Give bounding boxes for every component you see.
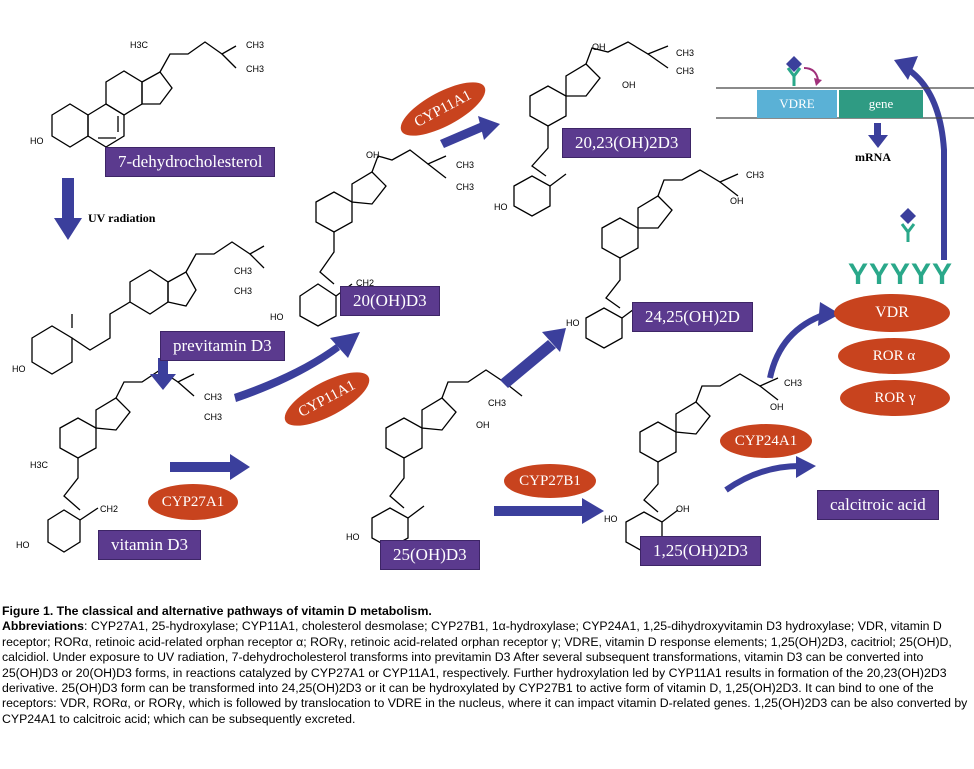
molecule-previtamin: [31, 241, 265, 375]
label-7-dehydrocholesterol: 7-dehydrocholesterol: [105, 147, 276, 177]
chem-ch3-8: CH3: [456, 182, 475, 192]
chem-oh-3: OH: [622, 80, 636, 90]
chem-oh-1: OH: [366, 150, 380, 160]
label-vitamin-d3: vitamin D3: [98, 530, 201, 560]
receptor-ror-alpha: ROR α: [838, 338, 950, 374]
molecule-2023oh2d3: [513, 41, 669, 217]
receptor-vdr: VDR: [834, 294, 950, 332]
molecule-125oh2d3: [625, 373, 779, 553]
label-calcitroic-acid: calcitroic acid: [817, 490, 939, 520]
caption-body: Abbreviations: CYP27A1, 25-hydroxylase; …: [2, 619, 972, 727]
chem-ho-2: HO: [12, 364, 26, 374]
molecule-2425oh2d: [585, 169, 739, 349]
label-20ohd3: 20(OH)D3: [340, 286, 440, 316]
chem-ch3-6: CH3: [204, 412, 223, 422]
chem-ch3-13: CH3: [784, 378, 803, 388]
enzyme-cyp24a1: CYP24A1: [720, 424, 812, 458]
mrna-label: mRNA: [855, 150, 891, 164]
chem-ch3-10: CH3: [676, 66, 695, 76]
receptor-ror-gamma: ROR γ: [840, 380, 950, 416]
uv-radiation-label: UV radiation: [88, 211, 156, 225]
chem-ho-3: HO: [16, 540, 30, 550]
caption-abbreviations-head: Abbreviations: [2, 619, 84, 634]
chem-oh-4: OH: [730, 196, 744, 206]
chem-ch3-12: CH3: [488, 398, 507, 408]
chem-oh-2: OH: [592, 42, 606, 52]
chem-ho-4: HO: [270, 312, 284, 322]
molecule-25ohd3: [371, 369, 523, 549]
chem-ch3-9: CH3: [676, 48, 695, 58]
label-2425oh2d: 24,25(OH)2D: [632, 302, 753, 332]
label-25ohd3: 25(OH)D3: [380, 540, 480, 570]
chem-ch3-7: CH3: [456, 160, 475, 170]
chem-h3c-1: H3C: [130, 40, 149, 50]
receptor-ligand-row: YYYYY: [848, 258, 954, 291]
chem-ho-1: HO: [30, 136, 44, 146]
molecule-7-dehydrocholesterol: [51, 41, 237, 148]
pathway-figure: H3C CH3 CH3 HO CH3 CH3 HO CH3 CH3 H3C HO…: [12, 40, 974, 570]
chem-ch3-2: CH3: [246, 64, 265, 74]
chem-ho-6: HO: [566, 318, 580, 328]
enzyme-cyp27a1: CYP27A1: [148, 484, 238, 520]
chem-ho-8: HO: [604, 514, 618, 524]
chem-h3c-2: H3C: [30, 460, 49, 470]
label-previtamin: previtamin D3: [160, 331, 285, 361]
caption-title: Figure 1. The classical and alternative …: [2, 604, 432, 618]
label-125oh2d3: 1,25(OH)2D3: [640, 536, 761, 566]
chem-ch3-5: CH3: [204, 392, 223, 402]
chem-ch3-1: CH3: [246, 40, 265, 50]
caption-text: : CYP27A1, 25-hydroxylase; CYP11A1, chol…: [2, 619, 968, 726]
label-2023oh2d3: 20,23(OH)2D3: [562, 128, 692, 158]
chem-ho-7: HO: [346, 532, 360, 542]
chem-oh-7: OH: [676, 504, 690, 514]
chem-ch2-2: CH2: [356, 278, 375, 288]
chem-ch3-4: CH3: [234, 286, 253, 296]
chem-oh-5: OH: [476, 420, 490, 430]
chem-ch3-3: CH3: [234, 266, 253, 276]
chem-ho-5: HO: [494, 202, 508, 212]
chem-oh-6: OH: [770, 402, 784, 412]
gene-box: gene: [839, 90, 923, 118]
vdre-box: VDRE: [757, 90, 837, 118]
molecule-vitamin-d3: [47, 369, 195, 553]
chem-ch2-1: CH2: [100, 504, 119, 514]
figure-caption: Figure 1. The classical and alternative …: [2, 604, 972, 727]
molecule-drawings: [31, 41, 974, 553]
chem-ch3-11: CH3: [746, 170, 765, 180]
enzyme-cyp27b1: CYP27B1: [504, 464, 596, 498]
